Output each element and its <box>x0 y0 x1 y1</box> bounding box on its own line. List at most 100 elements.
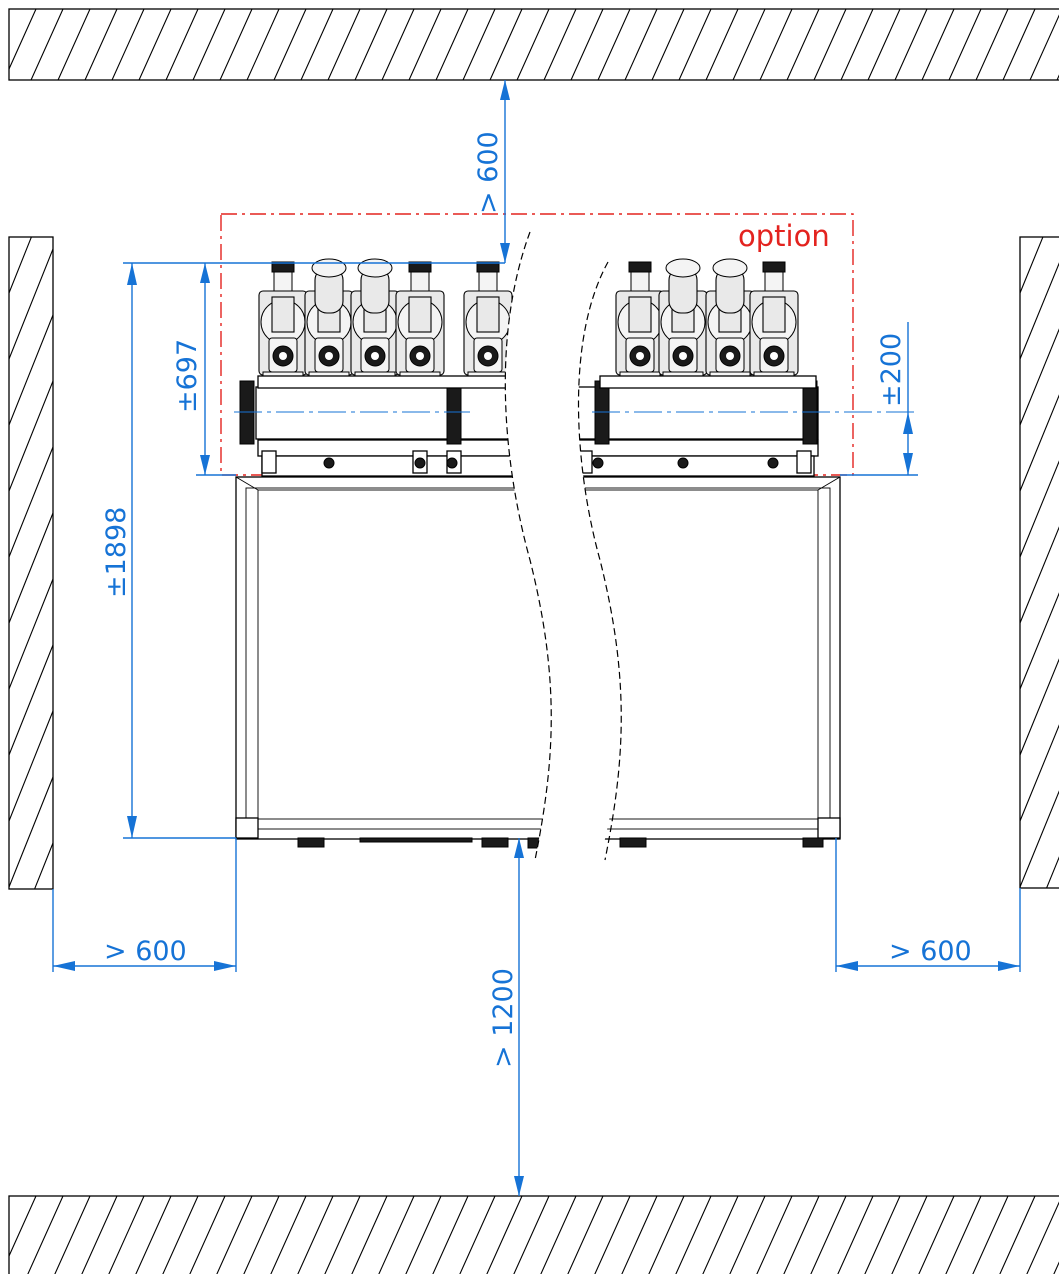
hatch-line <box>516 9 550 80</box>
hatch-line <box>1020 117 1059 227</box>
pump-head <box>749 261 799 387</box>
top-clearance-value: > 600 <box>473 131 504 214</box>
hatch-line <box>270 1196 307 1274</box>
hatch-line <box>543 9 577 80</box>
pump-base-right <box>599 375 817 389</box>
dimension-right-clearance: > 600 <box>835 838 1021 972</box>
hatch-line <box>81 1196 118 1274</box>
hatch-line <box>729 1196 766 1274</box>
hatch-line <box>1020 328 1059 426</box>
option-outline <box>220 213 854 476</box>
left-wall <box>8 117 54 1085</box>
hatch-line <box>57 9 91 80</box>
hatch-line <box>381 9 415 80</box>
hatch-line <box>324 1196 361 1274</box>
hatch-line <box>243 1196 280 1274</box>
dimension-option-depth: ±697 <box>172 263 236 476</box>
pump-base-left <box>257 375 509 389</box>
hatch-line <box>864 1196 901 1274</box>
pump-head <box>615 261 665 387</box>
hatch-line <box>648 1196 685 1274</box>
hatch-line <box>840 9 874 80</box>
hatch-line <box>975 9 1009 80</box>
hatch-line <box>273 9 307 80</box>
hatch-line <box>894 9 928 80</box>
hatch-line <box>405 1196 442 1274</box>
dimension-left-clearance: > 600 <box>52 838 237 972</box>
hatch-line <box>1045 856 1059 888</box>
break-line-left <box>504 231 552 861</box>
hatch-line <box>459 1196 496 1274</box>
hatch-line <box>651 9 685 80</box>
hatch-line <box>9 776 53 888</box>
hatch-line <box>30 9 64 80</box>
hatch-line <box>1020 526 1059 624</box>
hatch-line <box>84 9 118 80</box>
hatch-line <box>9 1196 10 1198</box>
hatch-line <box>1020 790 1059 888</box>
hatch-line <box>621 1196 658 1274</box>
hatch-line <box>432 1196 469 1274</box>
hatch-line <box>165 9 199 80</box>
hatch-line <box>9 909 53 1019</box>
option-depth-value: ±697 <box>172 339 203 413</box>
hatch-line <box>1002 9 1036 80</box>
hatch-line <box>567 1196 604 1274</box>
hatch-line <box>1020 592 1059 690</box>
hatch-line <box>486 1196 523 1274</box>
hatch-line <box>189 1196 226 1274</box>
hatch-line <box>813 9 847 80</box>
hatch-line <box>108 1196 145 1274</box>
hatch-line <box>678 9 712 80</box>
hatch-line <box>675 1196 712 1274</box>
hatch-line <box>489 9 523 80</box>
hatch-line <box>327 9 361 80</box>
hatch-line <box>1020 909 1059 1019</box>
pump-motor <box>665 258 701 314</box>
hatch-line <box>27 1196 64 1274</box>
pump-motor <box>712 258 748 314</box>
hatch-line <box>9 578 53 690</box>
hatch-line <box>759 9 793 80</box>
hatch-line <box>300 9 334 80</box>
hatch-line <box>1020 460 1059 558</box>
hatch-line <box>9 975 53 1085</box>
top-wall <box>8 8 1059 81</box>
hatch-line <box>732 9 766 80</box>
pump-motor <box>357 258 393 314</box>
hatch-line <box>135 1196 172 1274</box>
hatch-line <box>837 1196 874 1274</box>
hatch-line <box>867 9 901 80</box>
hatch-line <box>9 512 53 624</box>
hatch-line <box>783 1196 820 1274</box>
hatch-line <box>351 1196 388 1274</box>
hatch-line <box>9 117 53 227</box>
hatch-line <box>597 9 631 80</box>
pump-head <box>395 261 445 387</box>
hatch-line <box>354 9 388 80</box>
hatch-line <box>945 1196 982 1274</box>
hatch-line <box>435 9 469 80</box>
hatch-line <box>513 1196 550 1274</box>
hatch-line <box>702 1196 739 1274</box>
hatch-line <box>1020 975 1059 1085</box>
hatch-line <box>570 9 604 80</box>
bottom-wall <box>8 1195 1059 1274</box>
hatch-line <box>9 446 53 558</box>
hatch-line <box>594 1196 631 1274</box>
dosing-pumps <box>257 258 817 389</box>
hatch-line <box>216 1196 253 1274</box>
hatch-line <box>138 9 172 80</box>
right-clearance-value: > 600 <box>889 936 972 967</box>
hatch-line <box>9 1196 37 1258</box>
hatch-line <box>9 237 32 294</box>
option-offset-value: ±200 <box>876 333 907 407</box>
hatch-line <box>297 1196 334 1274</box>
hatch-line <box>9 9 37 71</box>
hatch-line <box>192 9 226 80</box>
machine <box>235 231 841 861</box>
hatch-line <box>891 1196 928 1274</box>
hatch-line <box>1020 394 1059 492</box>
hatch-line <box>462 9 496 80</box>
